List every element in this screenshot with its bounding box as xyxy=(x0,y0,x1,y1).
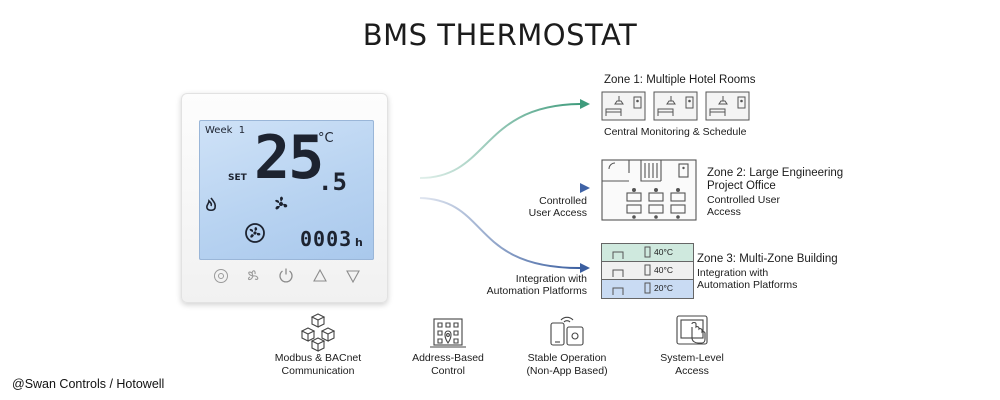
fanout-lines xyxy=(396,165,455,209)
timer-unit: h xyxy=(355,236,363,249)
zone2-title-line2: Project Office xyxy=(707,180,776,192)
zone2-title: Zone 2: Large Engineering Project Office xyxy=(707,167,843,193)
zone3-caption: Integration with Automation Platforms xyxy=(697,267,797,291)
feature-system-access: System-Level Access xyxy=(622,352,762,378)
thermostat-lcd-screen xyxy=(199,120,374,260)
temperature-decimal: .5 xyxy=(318,168,347,196)
floor-2-temp: 40°C xyxy=(654,265,673,275)
zone3-arrowhead xyxy=(580,263,590,273)
zone2-title-line1: Zone 2: Large Engineering xyxy=(707,167,844,179)
zone1-title: Zone 1: Multiple Hotel Rooms xyxy=(604,74,756,86)
feature-stable-line2: (Non-App Based) xyxy=(526,365,608,377)
zone1-caption: Central Monitoring & Schedule xyxy=(604,126,747,138)
fan-mode-icon xyxy=(245,223,265,243)
touch-panel-icon xyxy=(676,315,708,345)
down-button[interactable] xyxy=(345,268,361,284)
building-address-icon xyxy=(430,318,466,348)
feature-system-line1: System-Level xyxy=(660,352,724,364)
week-label: Week xyxy=(205,125,233,136)
zone3-caption-line2: Automation Platforms xyxy=(697,279,798,291)
temperature-whole: 25 xyxy=(254,123,324,193)
floor-3-temp: 40°C xyxy=(654,247,673,257)
zone3-caption-line1: Integration with xyxy=(697,267,769,279)
devices-icon xyxy=(550,316,584,346)
hotel-rooms-icon xyxy=(601,91,750,121)
floor-3 xyxy=(602,244,693,262)
zone3-flow-arrow xyxy=(419,197,581,269)
feature-system-line2: Access xyxy=(675,365,709,377)
zone1-arrowhead xyxy=(580,99,590,109)
zone2-caption-line1: Controlled User xyxy=(707,194,780,206)
credit-text: @Swan Controls / Hotowell xyxy=(12,377,165,391)
feature-stable-operation: Stable Operation (Non-App Based) xyxy=(497,352,637,378)
feature-modbus: Modbus & BACnet Communication xyxy=(248,352,388,378)
zone1-flow-arrow xyxy=(419,103,581,179)
office-floorplan-icon xyxy=(601,159,697,221)
zone2-flow-label-line1: Controlled xyxy=(539,195,587,207)
power-button[interactable] xyxy=(213,268,229,284)
heating-flame-icon xyxy=(206,197,217,212)
zone3-title: Zone 3: Multi-Zone Building xyxy=(697,253,838,265)
feature-address-control: Address-Based Control xyxy=(378,352,518,378)
floor-2 xyxy=(602,262,693,280)
zone2-flow-label: Controlled User Access xyxy=(470,195,587,219)
week-number: 1 xyxy=(238,125,246,136)
network-cubes-icon xyxy=(300,313,336,352)
feature-modbus-line2: Communication xyxy=(281,365,355,377)
zone3-flow-label-line1: Integration with xyxy=(515,273,587,285)
mode-power-button[interactable] xyxy=(277,266,295,284)
fan-button[interactable] xyxy=(244,267,262,285)
zone2-caption: Controlled User Access xyxy=(707,194,780,218)
page-title: BMS THERMOSTAT xyxy=(362,18,638,52)
feature-address-line1: Address-Based xyxy=(412,352,484,364)
floor-rooms-icons xyxy=(612,246,651,295)
zone2-flow-label-line2: User Access xyxy=(528,207,587,219)
timer-readout: 0003 xyxy=(300,227,353,251)
temperature-unit: °C xyxy=(318,131,334,146)
set-label: SET xyxy=(228,173,247,183)
feature-modbus-line1: Modbus & BACnet xyxy=(274,352,362,364)
up-button[interactable] xyxy=(312,268,328,284)
fan-speed-icon xyxy=(275,196,288,210)
floor-1 xyxy=(602,280,693,298)
feature-address-line2: Control xyxy=(431,365,465,377)
floor-1-temp: 20°C xyxy=(654,283,673,293)
feature-stable-line1: Stable Operation xyxy=(527,352,607,364)
zone2-caption-line2: Access xyxy=(707,206,741,218)
week-indicator: Week 1 xyxy=(205,125,245,136)
zone3-flow-label: Integration with Automation Platforms xyxy=(440,273,587,297)
zone2-arrowhead xyxy=(580,183,590,193)
multi-zone-building-icon xyxy=(601,243,694,299)
zone3-flow-label-line2: Automation Platforms xyxy=(486,285,587,297)
